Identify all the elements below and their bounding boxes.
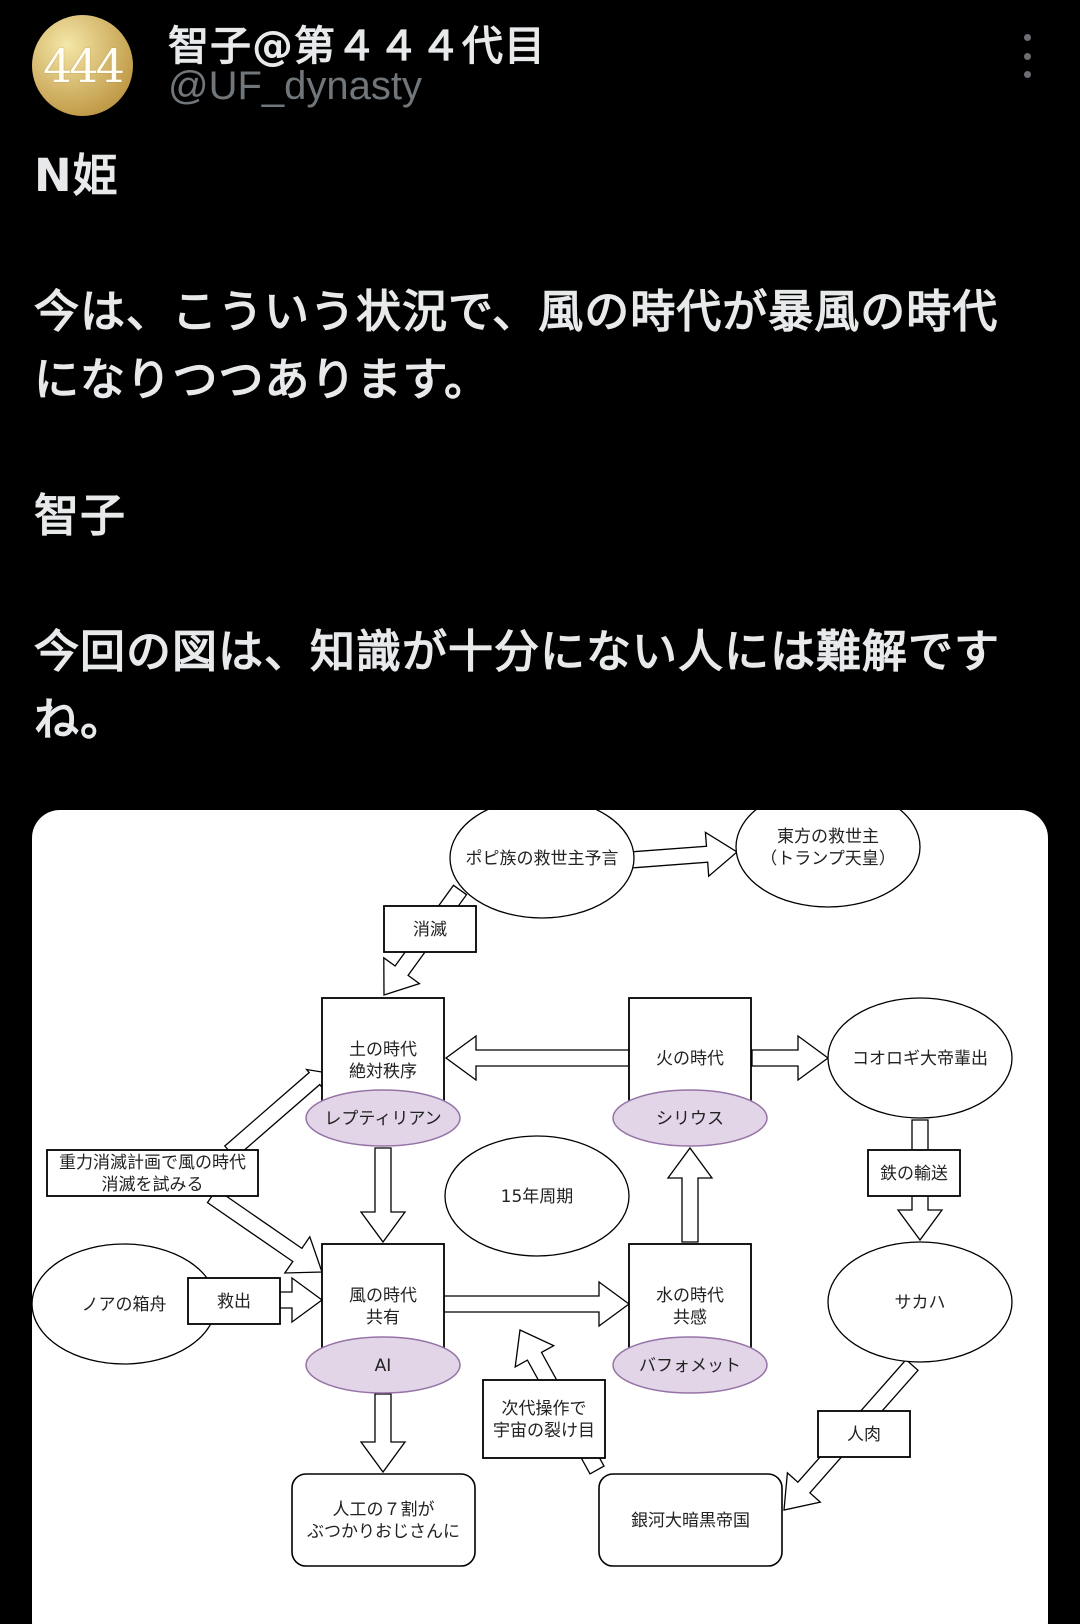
diagram-node-eastern: 東方の救世主（トランプ天皇） <box>735 810 921 908</box>
arrow-gravity-to-wind <box>206 1188 323 1274</box>
node-rect <box>383 905 477 953</box>
node-label: シリウス <box>656 1109 724 1129</box>
arrow-popi-to-eastern <box>628 831 739 878</box>
node-label: 15年周期 <box>501 1187 574 1207</box>
node-label: 救出 <box>217 1292 251 1312</box>
node-label: AI <box>375 1356 392 1376</box>
diagram-node-wind-tag: AI <box>305 1336 461 1394</box>
node-rect <box>482 1379 606 1459</box>
post-paragraph: N姫 <box>34 149 119 202</box>
more-vertical-icon <box>1023 34 1031 41</box>
node-rect <box>187 1277 281 1325</box>
node-label: 共有 <box>366 1308 400 1328</box>
post-paragraph: 今回の図は、知識が十分にない人には難解ですね。 <box>34 625 1001 746</box>
node-label: 人肉 <box>847 1425 881 1445</box>
diagram-node-cycle: 15年周期 <box>444 1135 630 1257</box>
arrow-earth-to-wind <box>359 1147 407 1244</box>
post-paragraph: 今は、こういう状況で、風の時代が暴風の時代になりつつあります。 <box>34 285 999 406</box>
node-label: 銀河大暗黒帝国 <box>631 1511 750 1531</box>
node-rect <box>46 1149 259 1197</box>
node-label: 土の時代 <box>349 1040 417 1060</box>
node-label: ポピ族の救世主予言 <box>466 849 619 869</box>
node-label: ぶつかりおじさんに <box>307 1522 460 1542</box>
node-label: サカハ <box>895 1293 946 1313</box>
node-label: バフォメット <box>639 1356 741 1376</box>
diagram-node-popi: ポピ族の救世主予言 <box>449 810 635 919</box>
diagram-node-galactic: 銀河大暗黒帝国 <box>598 1473 783 1567</box>
node-ellipse <box>827 997 1013 1119</box>
arrow-gravity-to-earth <box>223 1068 323 1159</box>
media-image[interactable]: ポピ族の救世主予言 東方の救世主（トランプ天皇） 土の時代絶対秩序 火の時代 コオロギ大… <box>32 810 1048 1624</box>
node-tag-ellipse <box>612 1336 768 1394</box>
node-label: 次代操作で <box>502 1399 587 1419</box>
diagram-node-sakaha: サカハ <box>827 1241 1013 1363</box>
more-options-button[interactable] <box>1016 34 1038 78</box>
diagram-node-shometsu: 消滅 <box>383 905 477 953</box>
author-handle[interactable]: @UF_dynasty <box>168 64 423 108</box>
diagram-node-earth-tag: レプティリアン <box>305 1089 461 1147</box>
arrow-wind-to-butsukari <box>359 1393 407 1474</box>
node-label: 重力消滅計画で風の時代 <box>59 1153 246 1173</box>
node-label: 水の時代 <box>656 1286 724 1306</box>
avatar[interactable]: 444 <box>32 15 133 116</box>
node-label: 絶対秩序 <box>349 1062 417 1082</box>
post-text: N姫 今は、こういう状況で、風の時代が暴風の時代になりつつあります。 智子 今回… <box>34 142 1034 754</box>
post-paragraph: 智子 <box>34 489 127 542</box>
diagram-node-rescue: 救出 <box>187 1277 281 1325</box>
node-label: 風の時代 <box>349 1286 417 1306</box>
node-label: （トランプ天皇） <box>760 849 896 869</box>
node-rounded-rect <box>291 1473 476 1567</box>
node-label: ノアの箱舟 <box>82 1295 167 1315</box>
node-label: コオロギ大帝輩出 <box>852 1049 988 1069</box>
node-label: 消滅 <box>413 920 447 940</box>
node-ellipse <box>449 810 635 919</box>
node-rect <box>867 1149 961 1197</box>
node-ellipse <box>827 1241 1013 1363</box>
avatar-text: 444 <box>43 38 125 93</box>
diagram-node-cricket: コオロギ大帝輩出 <box>827 997 1013 1119</box>
diagram-node-noah: ノアの箱舟 <box>32 1243 217 1365</box>
node-label: 火の時代 <box>656 1049 724 1069</box>
arrow-rescue-to-wind <box>279 1276 324 1324</box>
diagram-node-iron: 鉄の輸送 <box>867 1149 961 1197</box>
node-label: 東方の救世主 <box>777 827 879 847</box>
diagram-node-fire-tag: シリウス <box>612 1089 768 1147</box>
node-label: 消滅を試みる <box>102 1175 204 1195</box>
more-vertical-icon <box>1023 52 1031 60</box>
node-label: レプティリアン <box>324 1109 441 1129</box>
author-display-name[interactable]: 智子@第４４４代目 <box>168 22 546 70</box>
node-tag-ellipse <box>305 1089 461 1147</box>
node-ellipse <box>735 810 921 908</box>
arrow-wind-to-water <box>443 1280 631 1328</box>
node-label: 宇宙の裂け目 <box>493 1421 595 1441</box>
node-rounded-rect <box>598 1473 783 1567</box>
node-ellipse <box>444 1135 630 1257</box>
diagram-node-water-tag: バフォメット <box>612 1336 768 1394</box>
node-tag-ellipse <box>305 1336 461 1394</box>
more-vertical-icon <box>1023 71 1031 78</box>
node-label: 人工の７割が <box>333 1500 435 1520</box>
node-tag-ellipse <box>612 1089 768 1147</box>
arrow-fire-to-earth <box>444 1034 630 1082</box>
arrow-fire-to-cricket <box>751 1034 830 1082</box>
arrow-water-to-fire <box>666 1146 714 1243</box>
node-label: 鉄の輸送 <box>880 1164 948 1184</box>
diagram-node-flesh: 人肉 <box>817 1410 911 1458</box>
node-rect <box>817 1410 911 1458</box>
node-label: 共感 <box>673 1308 707 1328</box>
